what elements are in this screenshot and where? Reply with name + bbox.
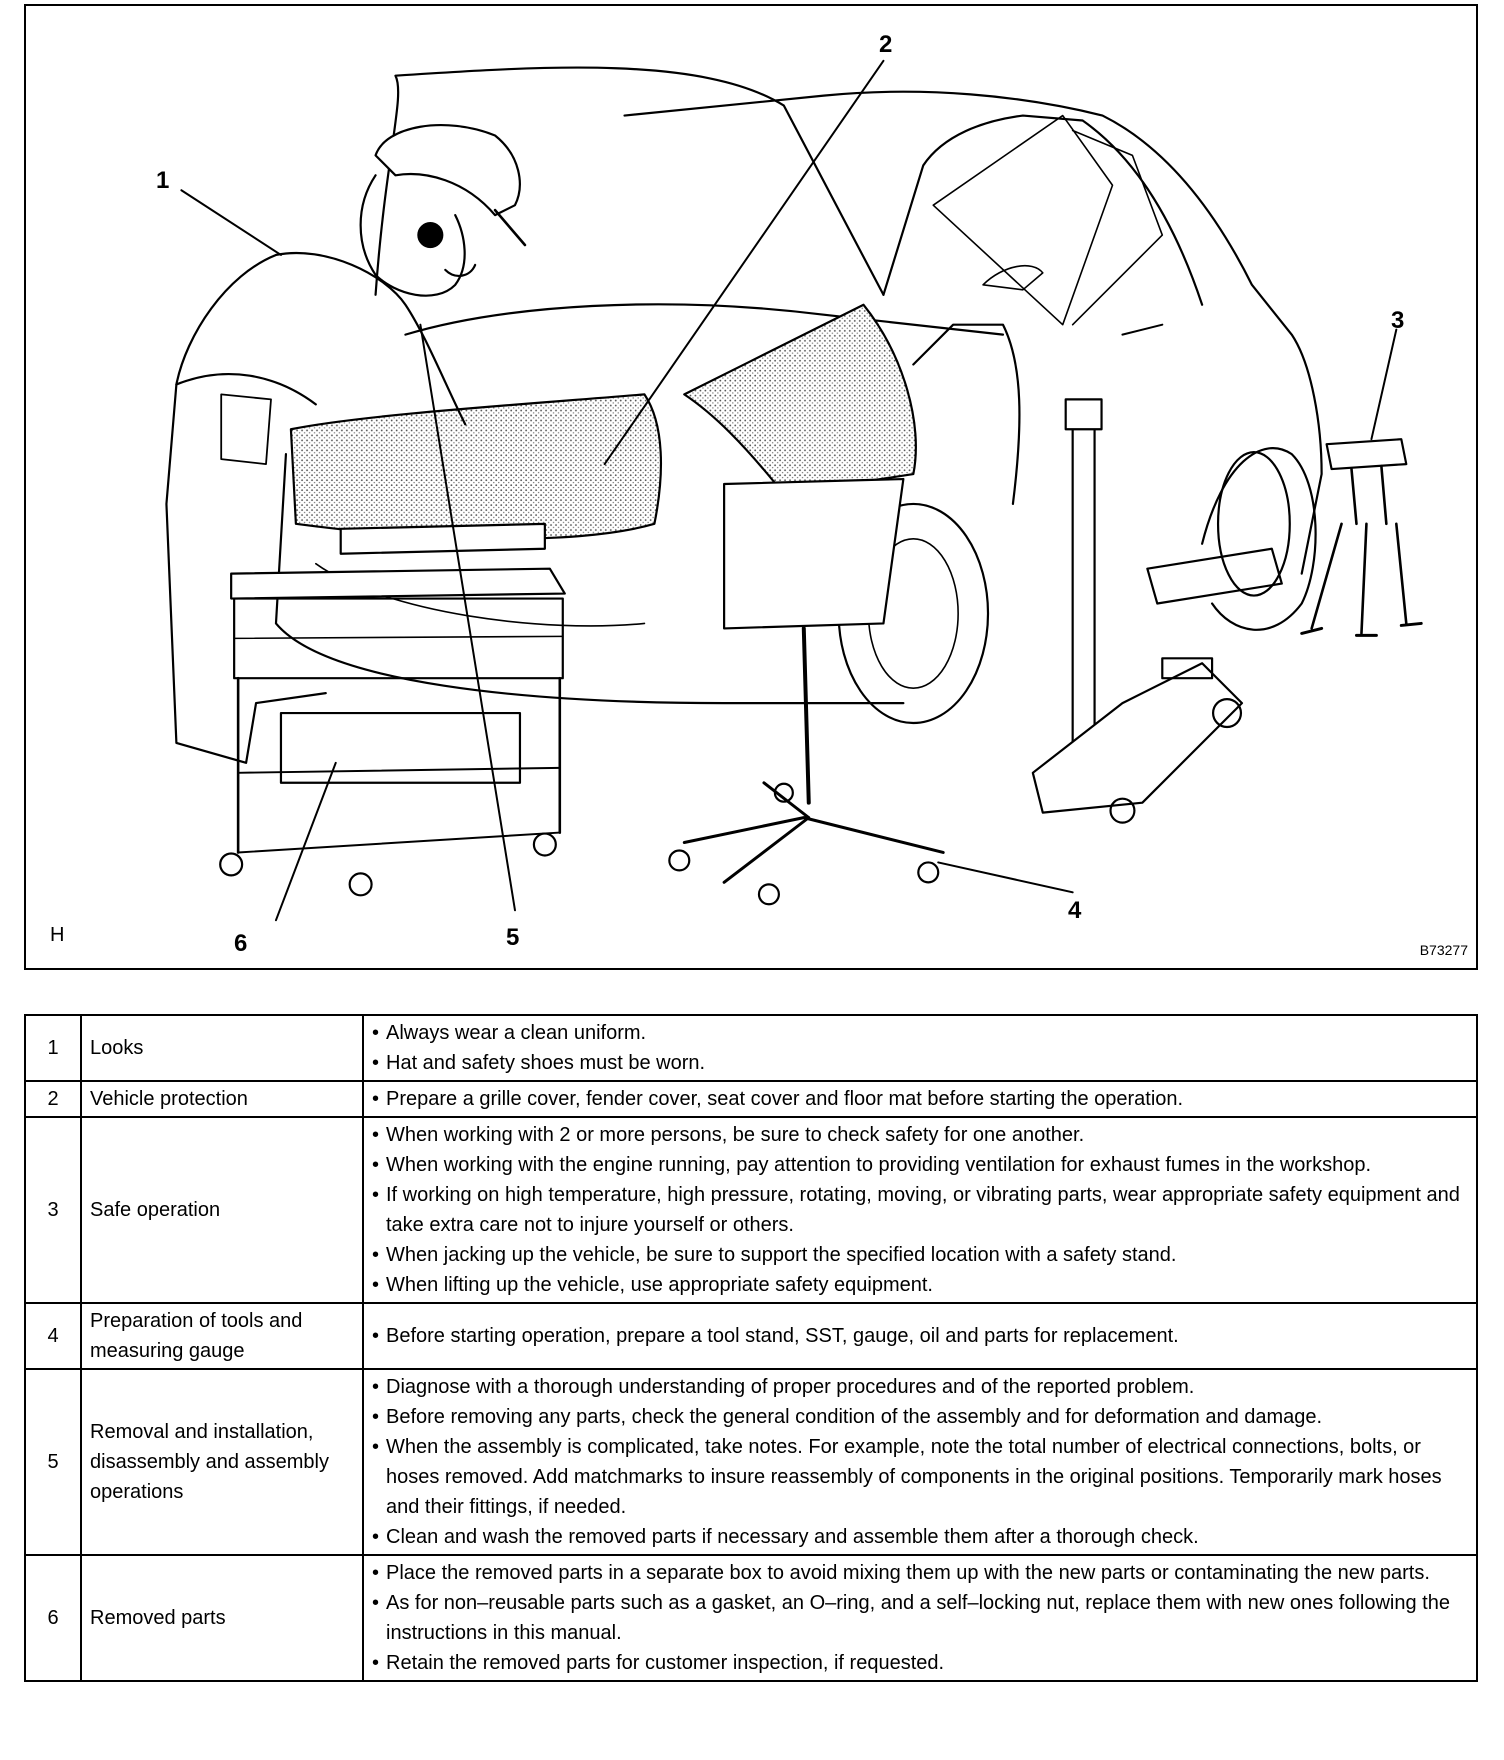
row-number: 5 — [24, 1368, 82, 1556]
tool-cart-drawing — [219, 522, 566, 897]
detail-bullet: When working with the engine running, pa… — [372, 1150, 1468, 1180]
row-details: Before starting operation, prepare a too… — [362, 1302, 1478, 1370]
detail-bullet: Diagnose with a thorough understanding o… — [372, 1372, 1468, 1402]
table-row: 5 Removal and installation, disassembly … — [24, 1368, 1478, 1556]
callout-leaders — [180, 59, 1398, 922]
row-item: Preparation of tools and measuring gauge — [80, 1302, 364, 1370]
workshop-illustration — [165, 59, 1423, 922]
callout-4-label: 4 — [1068, 897, 1082, 924]
row-item: Looks — [80, 1014, 364, 1082]
fender-cover — [683, 303, 917, 496]
table-row: 1 Looks Always wear a clean uniform. Hat… — [24, 1014, 1478, 1082]
safety-stand-drawing — [1300, 438, 1423, 637]
table-row: 2 Vehicle protection Prepare a grille co… — [24, 1080, 1478, 1118]
row-item: Vehicle protection — [80, 1080, 364, 1118]
illustration-frame: 1 2 3 4 5 6 H B73277 — [24, 4, 1478, 970]
wheel-chock-drawing — [1146, 547, 1283, 605]
corner-mark: H — [50, 924, 65, 946]
detail-bullet: Before removing any parts, check the gen… — [372, 1402, 1468, 1432]
detail-bullet: When lifting up the vehicle, use appropr… — [372, 1270, 1468, 1300]
detail-bullet: Before starting operation, prepare a too… — [372, 1321, 1468, 1351]
row-details: Place the removed parts in a separate bo… — [362, 1554, 1478, 1682]
detail-bullet: As for non–reusable parts such as a gask… — [372, 1588, 1468, 1648]
detail-bullet: Retain the removed parts for customer in… — [372, 1648, 1468, 1678]
detail-bullet: When working with 2 or more persons, be … — [372, 1120, 1468, 1150]
grille-cover — [289, 393, 663, 540]
callout-1-label: 1 — [156, 167, 170, 194]
row-number: 2 — [24, 1080, 82, 1118]
floor-jack-drawing — [1031, 398, 1244, 824]
callout-2-label: 2 — [879, 31, 893, 58]
callout-5-label: 5 — [506, 924, 520, 951]
detail-bullet: If working on high temperature, high pre… — [372, 1180, 1468, 1240]
detail-bullet: When jacking up the vehicle, be sure to … — [372, 1240, 1468, 1270]
detail-bullet: Always wear a clean uniform. — [372, 1018, 1468, 1048]
row-number: 1 — [24, 1014, 82, 1082]
detail-bullet: Hat and safety shoes must be worn. — [372, 1048, 1468, 1078]
row-details: Always wear a clean uniform. Hat and saf… — [362, 1014, 1478, 1082]
row-number: 3 — [24, 1116, 82, 1304]
row-number: 4 — [24, 1302, 82, 1370]
row-details: Diagnose with a thorough understanding o… — [362, 1368, 1478, 1556]
detail-bullet: Place the removed parts in a separate bo… — [372, 1558, 1468, 1588]
detail-bullet: When the assembly is complicated, take n… — [372, 1432, 1468, 1522]
figure-code: B73277 — [1419, 942, 1468, 958]
callout-3-label: 3 — [1391, 307, 1405, 334]
safety-items-table: 1 Looks Always wear a clean uniform. Hat… — [24, 1014, 1478, 1682]
table-row: 3 Safe operation When working with 2 or … — [24, 1116, 1478, 1304]
row-item: Safe operation — [80, 1116, 364, 1304]
row-item: Removed parts — [80, 1554, 364, 1682]
table-row: 6 Removed parts Place the removed parts … — [24, 1554, 1478, 1682]
mechanic-drawing — [165, 124, 527, 764]
callout-6-label: 6 — [234, 930, 248, 957]
row-details: When working with 2 or more persons, be … — [362, 1116, 1478, 1304]
table-row: 4 Preparation of tools and measuring gau… — [24, 1302, 1478, 1370]
detail-bullet: Prepare a grille cover, fender cover, se… — [372, 1084, 1468, 1114]
car-drawing — [274, 66, 1323, 725]
row-details: Prepare a grille cover, fender cover, se… — [362, 1080, 1478, 1118]
light-stand-drawing — [668, 477, 945, 906]
detail-bullet: Clean and wash the removed parts if nece… — [372, 1522, 1468, 1552]
row-number: 6 — [24, 1554, 82, 1682]
row-item: Removal and installation, disassembly an… — [80, 1368, 364, 1556]
